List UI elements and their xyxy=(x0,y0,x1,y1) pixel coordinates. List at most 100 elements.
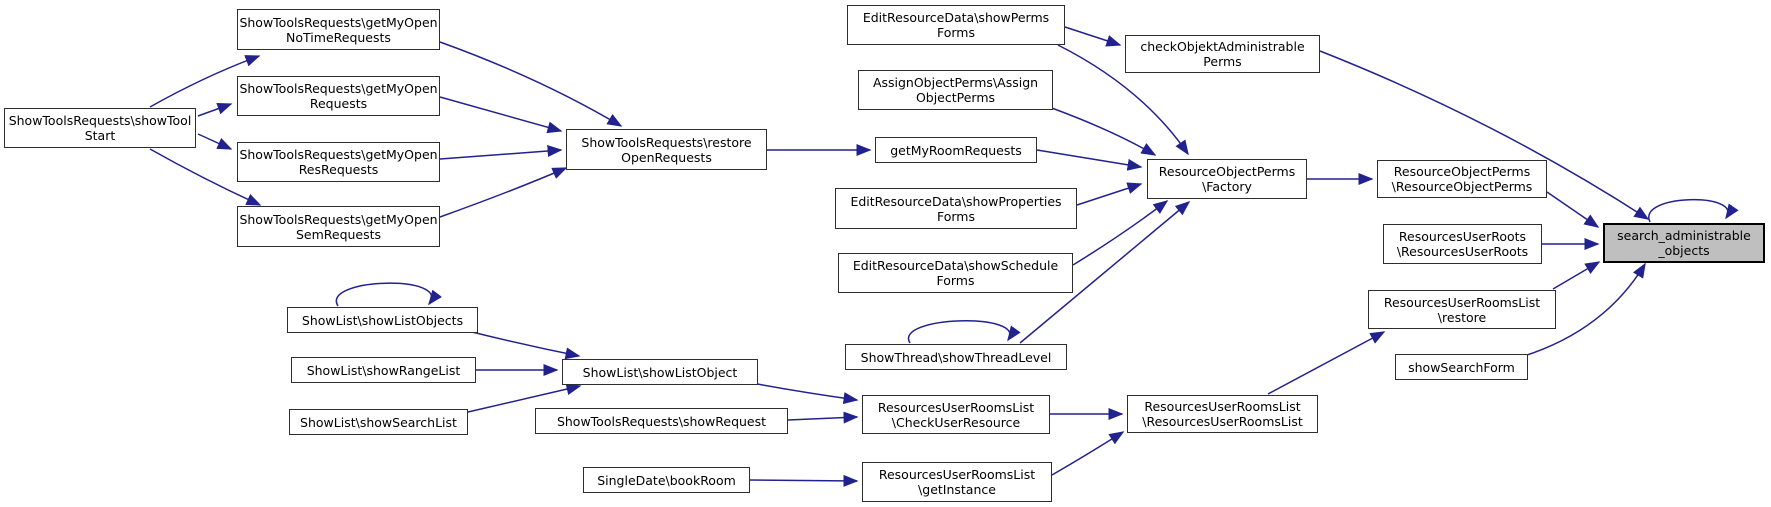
edge-show-list-object-to-check-user-resource xyxy=(751,382,859,405)
edge-get-my-open-no-time-requests-to-restore-open-requests xyxy=(439,41,623,127)
edge-show-request-to-check-user-resource xyxy=(787,411,859,424)
self-loop-search-administrable-objects xyxy=(1648,199,1739,223)
node-label-line: Perms xyxy=(1203,54,1242,69)
node-resource-object-perms-factory[interactable]: ResourceObjectPerms\Factory xyxy=(1147,159,1307,199)
node-label-line: ShowList\showRangeList xyxy=(306,362,461,378)
node-label-line: \Factory xyxy=(1202,179,1252,194)
node-show-range-list[interactable]: ShowList\showRangeList xyxy=(291,357,476,383)
node-check-user-resource[interactable]: ResourcesUserRoomsList\CheckUserResource xyxy=(862,395,1050,434)
self-loop-show-list-objects xyxy=(335,282,442,307)
edge-check-objekt-administrable-perms-to-search-administrable-objects xyxy=(1319,50,1650,220)
node-label-line: ResourcesUserRoomsList xyxy=(878,467,1036,482)
node-label-line: Forms xyxy=(936,273,975,288)
node-label-line: OpenRequests xyxy=(621,149,712,165)
edge-show-thread-level-to-resource-object-perms-factory xyxy=(1019,201,1191,344)
node-label-line: ShowToolsRequests\getMyOpen xyxy=(239,147,438,162)
node-show-search-list[interactable]: ShowList\showSearchList xyxy=(289,409,468,435)
node-label-line: EditResourceData\showProperties xyxy=(850,193,1062,209)
node-show-search-form[interactable]: showSearchForm xyxy=(1395,354,1528,380)
node-resources-user-rooms-list-restore[interactable]: ResourcesUserRoomsList\restore xyxy=(1368,290,1556,329)
edge-group xyxy=(149,26,1739,487)
node-label-line: \ResourcesUserRoomsList xyxy=(1142,414,1303,429)
edge-show-tool-start-to-get-my-open-requests xyxy=(197,102,233,117)
node-resources-user-rooms-list[interactable]: ResourcesUserRoomsList\ResourcesUserRoom… xyxy=(1127,395,1318,433)
edge-show-search-form-to-search-administrable-objects xyxy=(1523,262,1646,357)
node-label-line: ResourcesUserRoomsList xyxy=(1383,294,1541,310)
edge-show-search-list-to-show-list-object xyxy=(467,383,582,413)
node-label-line: ResourcesUserRoomsList xyxy=(1144,399,1301,414)
node-label-line: EditResourceData\showPerms xyxy=(862,10,1050,25)
edge-assign-object-perms-to-resource-object-perms-factory xyxy=(1048,106,1157,156)
node-show-request[interactable]: ShowToolsRequests\showRequest xyxy=(535,408,788,434)
edge-get-my-open-res-requests-to-restore-open-requests xyxy=(439,145,563,160)
node-label-line: ShowThread\showThreadLevel xyxy=(860,349,1052,365)
edge-show-list-objects-to-show-list-object xyxy=(467,330,581,360)
node-show-thread-level[interactable]: ShowThread\showThreadLevel xyxy=(845,344,1067,370)
edge-resources-user-rooms-list-to-resources-user-rooms-list-restore xyxy=(1267,331,1386,395)
edge-get-my-room-requests-to-resource-object-perms-factory xyxy=(1036,149,1143,171)
node-label-line: NoTimeRequests xyxy=(286,29,391,45)
node-label-line: \getInstance xyxy=(918,482,996,497)
node-label-line: ShowList\showListObjects xyxy=(301,312,464,328)
edge-show-tool-start-to-get-my-open-res-requests xyxy=(197,133,233,150)
node-label-line: EditResourceData\showSchedule xyxy=(852,258,1059,273)
node-show-list-object[interactable]: ShowList\showListObject xyxy=(562,359,758,385)
edge-get-my-open-requests-to-restore-open-requests xyxy=(439,96,563,134)
node-label-line: ObjectPerms xyxy=(915,90,996,105)
node-label-line: showSearchForm xyxy=(1408,359,1515,375)
edge-resources-user-rooms-list-restore-to-search-administrable-objects xyxy=(1552,261,1601,290)
node-label-line: \ResourceObjectPerms xyxy=(1391,179,1533,194)
node-label-line: ResourceObjectPerms xyxy=(1393,164,1531,179)
edge-show-tool-start-to-get-my-open-sem-requests xyxy=(149,148,262,206)
node-resources-user-roots[interactable]: ResourcesUserRoots\ResourcesUserRoots xyxy=(1383,224,1542,264)
node-label-line: ShowList\showListObject xyxy=(582,364,738,380)
node-label-line: ShowToolsRequests\getMyOpen xyxy=(239,81,438,96)
node-get-instance[interactable]: ResourcesUserRoomsList\getInstance xyxy=(862,462,1052,502)
node-label-line: ShowToolsRequests\showRequest xyxy=(556,413,767,429)
node-label-line: checkObjektAdministrable xyxy=(1140,39,1305,54)
node-search-administrable-objects: search_administrable_objects xyxy=(1603,223,1765,263)
node-label-line: SingleDate\bookRoom xyxy=(597,472,736,488)
node-label-line: ShowToolsRequests\showTool xyxy=(8,113,192,128)
node-label-line: ResourcesUserRoomsList xyxy=(877,399,1035,415)
edge-show-schedule-forms-to-resource-object-perms-factory xyxy=(1072,200,1169,266)
edge-resource-object-perms-to-search-administrable-objects xyxy=(1546,191,1600,228)
node-resource-object-perms[interactable]: ResourceObjectPerms\ResourceObjectPerms xyxy=(1377,160,1547,198)
node-label-line: ShowList\showSearchList xyxy=(300,414,457,430)
node-show-list-objects[interactable]: ShowList\showListObjects xyxy=(287,307,478,333)
edge-show-tool-start-to-get-my-open-no-time-requests xyxy=(149,55,261,108)
node-label-line: Forms xyxy=(936,208,975,224)
edge-book-room-to-get-instance xyxy=(749,474,859,487)
edge-get-instance-to-resources-user-rooms-list xyxy=(1051,431,1125,476)
node-label-line: ResourcesUserRoots xyxy=(1398,229,1527,244)
node-label-line: _objects xyxy=(1658,243,1710,258)
node-label-line: ShowToolsRequests\restore xyxy=(581,134,752,150)
node-label-line: Start xyxy=(84,128,116,143)
node-label-line: \restore xyxy=(1437,309,1487,325)
node-label-line: ShowToolsRequests\getMyOpen xyxy=(239,14,438,30)
node-label-line: getMyRoomRequests xyxy=(890,142,1022,158)
node-label-line: \CheckUserResource xyxy=(891,414,1021,430)
edge-show-properties-forms-to-resource-object-perms-factory xyxy=(1076,182,1143,206)
node-book-room[interactable]: SingleDate\bookRoom xyxy=(583,467,750,493)
node-label-line: search_administrable xyxy=(1617,228,1751,243)
edge-show-perms-forms-to-check-objekt-administrable-perms xyxy=(1064,26,1122,47)
node-get-my-room-requests[interactable]: getMyRoomRequests xyxy=(875,137,1037,163)
node-label-line: \ResourcesUserRoots xyxy=(1396,244,1529,259)
edge-show-perms-forms-to-resource-object-perms-factory xyxy=(1057,44,1189,156)
node-label-line: ResourceObjectPerms xyxy=(1158,164,1296,179)
node-label-line: Requests xyxy=(309,96,368,111)
